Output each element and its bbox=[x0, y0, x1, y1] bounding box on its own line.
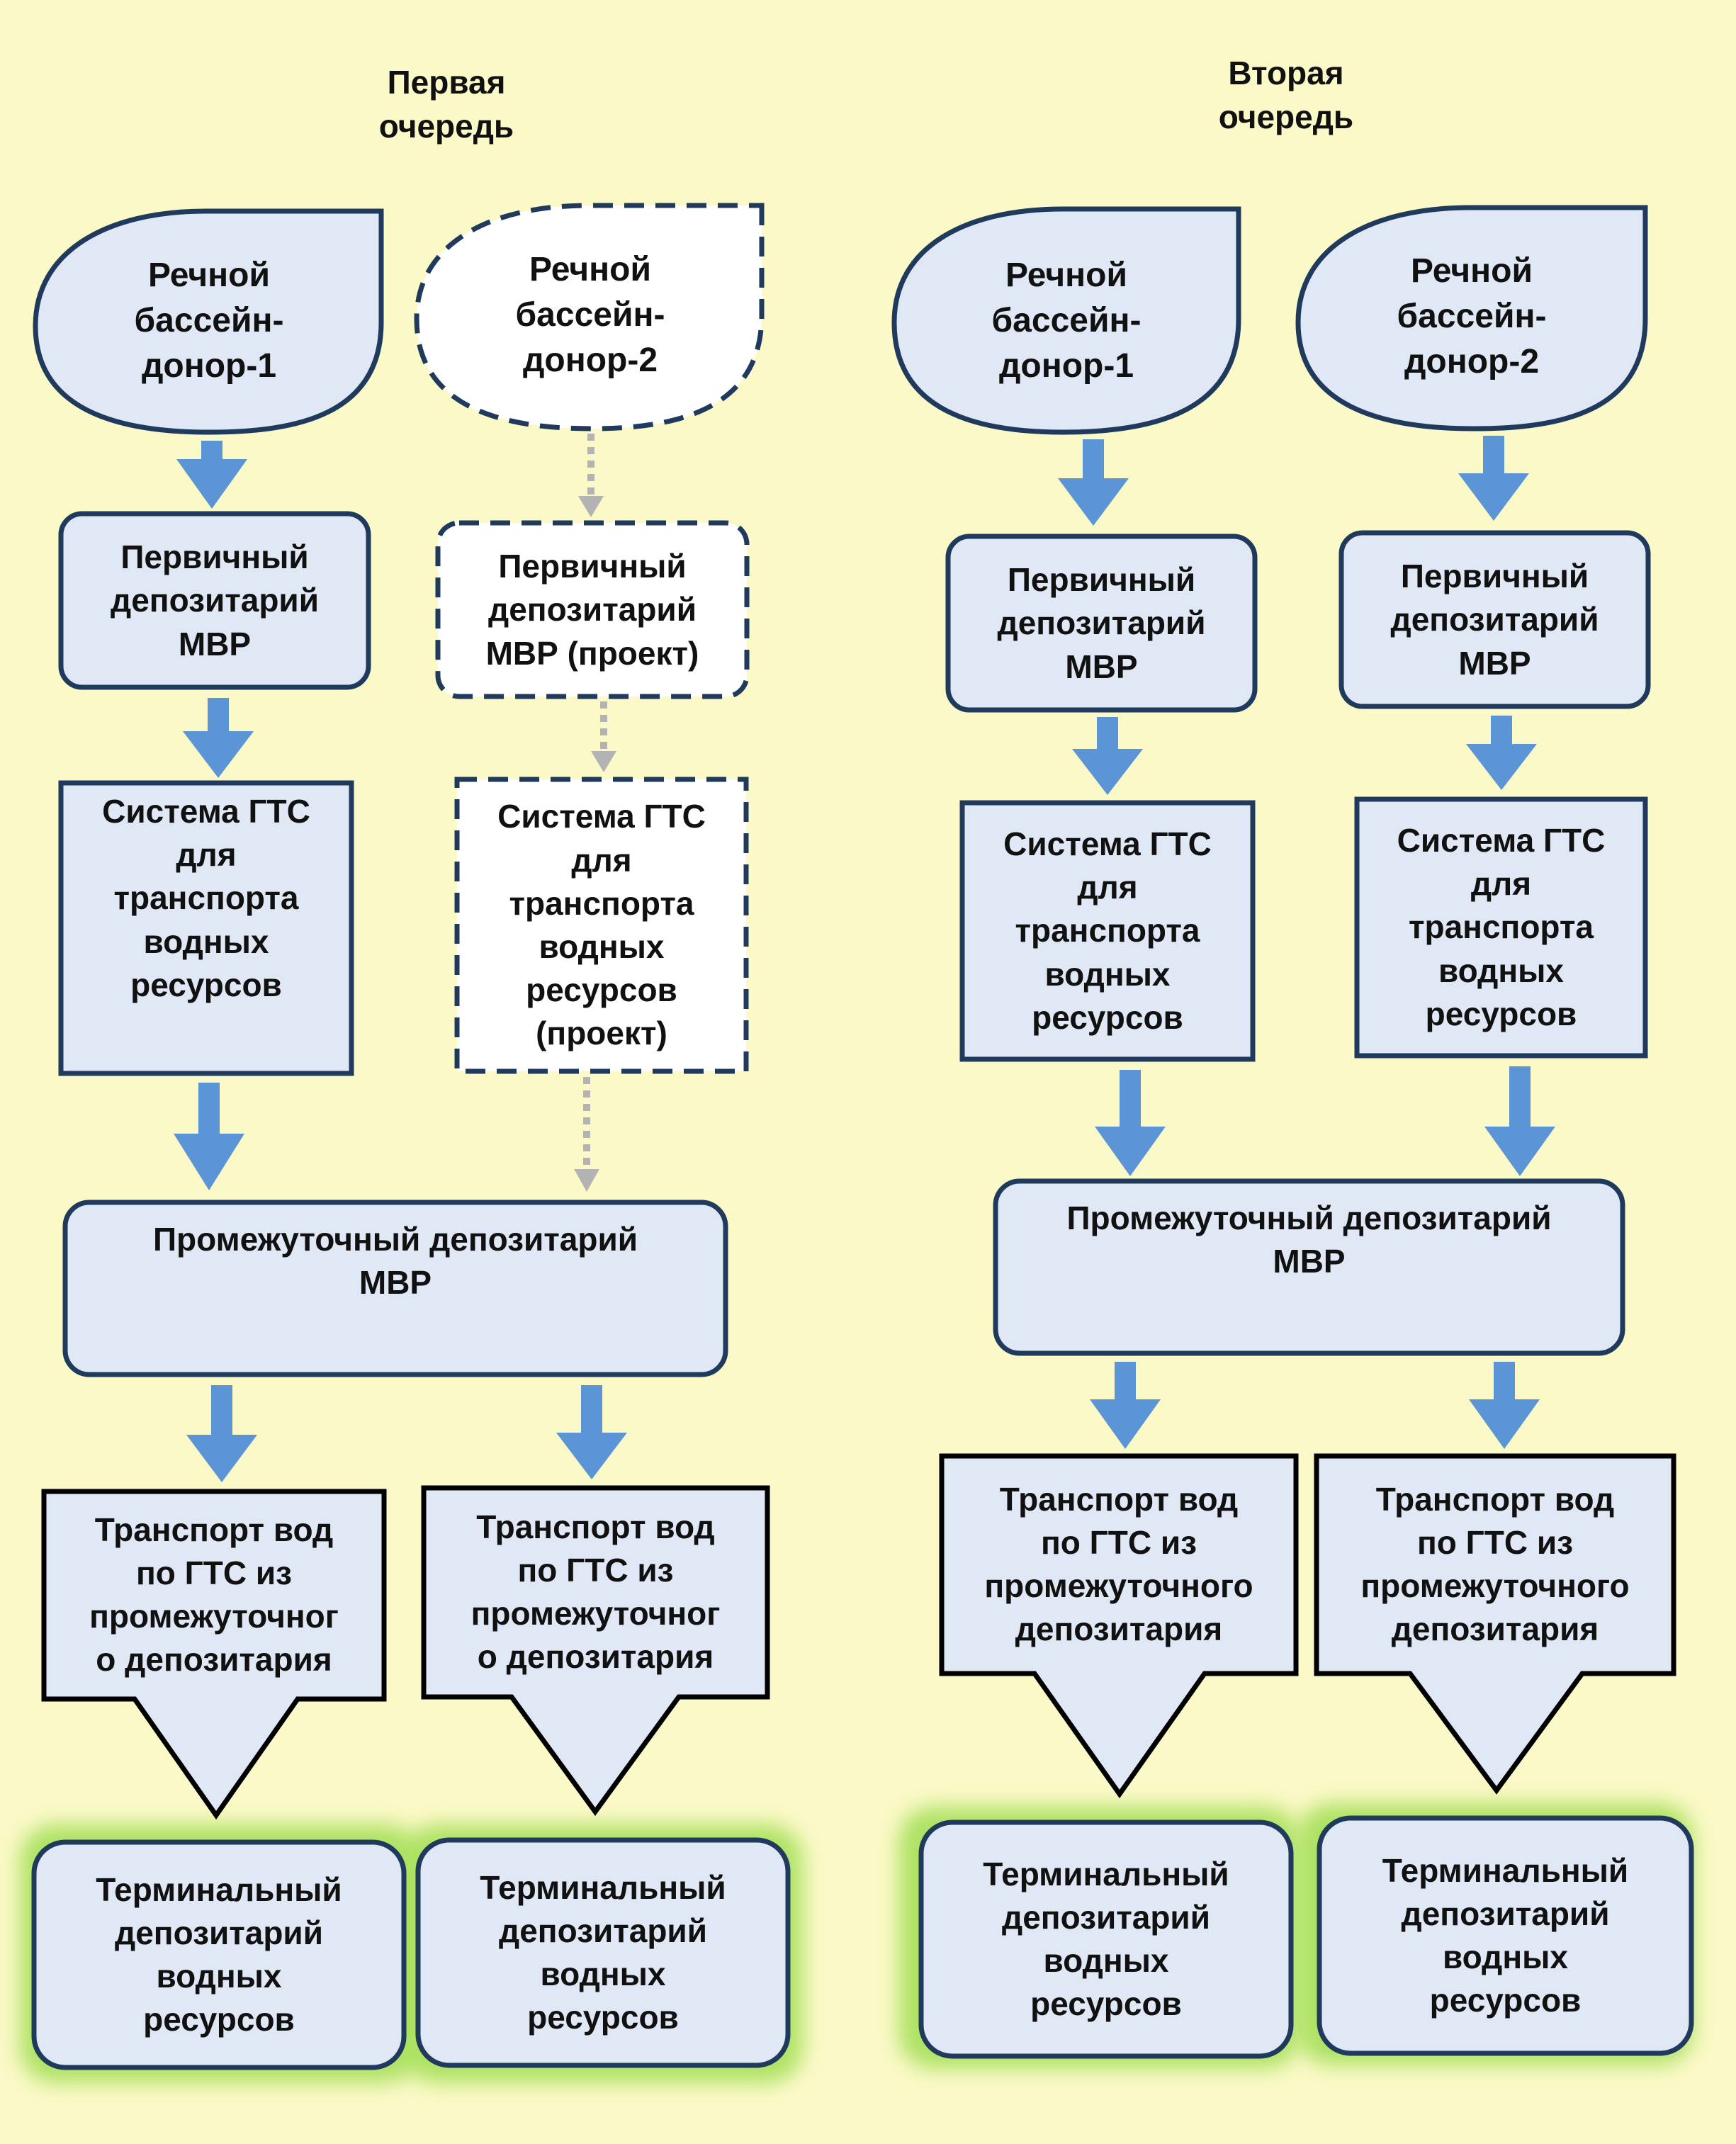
terminal-depository-label: Терминальный депозитарий водных ресурсов bbox=[1382, 1851, 1629, 2019]
project-flow-arrow-head bbox=[578, 496, 604, 517]
gts-system-label: Система ГТС для транспорта водных ресурс… bbox=[102, 793, 310, 1003]
river-basin-donor-2-label: Речной бассейн- донор-2 bbox=[515, 251, 665, 379]
primary-depository-project-label: Первичный депозитарий МВР (проект) bbox=[485, 548, 699, 672]
transport-label: Транспорт вод по ГТС из промежуточног о … bbox=[470, 1508, 721, 1676]
project-flow-arrows bbox=[574, 434, 616, 1192]
project-flow-arrow-head bbox=[574, 1169, 599, 1192]
flow-arrow bbox=[1095, 1070, 1166, 1176]
gts-system-label: Система ГТС для транспорта водных ресурс… bbox=[1003, 825, 1212, 1036]
flow-arrow bbox=[1484, 1066, 1555, 1176]
project-flow-arrow-head bbox=[591, 751, 616, 772]
river-basin-donor-1-label: Речной бассейн- донор-1 bbox=[134, 256, 284, 385]
terminal-depository-box bbox=[415, 1837, 791, 2068]
terminal-depository-box bbox=[1317, 1815, 1694, 2056]
primary-depository-box bbox=[1338, 530, 1651, 709]
intermediate-depository-box bbox=[62, 1200, 728, 1377]
transport-block-arrow bbox=[939, 1453, 1299, 1799]
flow-arrow bbox=[1072, 717, 1143, 795]
flow-arrow bbox=[1058, 439, 1129, 526]
flow-arrow bbox=[176, 441, 247, 509]
terminal-depository-label: Терминальный депозитарий водных ресурсов bbox=[480, 1868, 726, 2036]
heading-second-stage: Вторая очередь bbox=[1218, 55, 1354, 136]
terminal-depository-box bbox=[31, 1839, 407, 2070]
flow-arrow bbox=[1090, 1362, 1161, 1449]
gts-system-box bbox=[1354, 796, 1648, 1059]
transport-block-arrow bbox=[1314, 1453, 1676, 1795]
flow-arrow bbox=[1469, 1362, 1540, 1449]
river-basin-donor-2-shape bbox=[1295, 205, 1648, 431]
primary-depository-label: Первичный депозитарий МВР bbox=[111, 538, 319, 662]
gts-system-box bbox=[959, 800, 1256, 1062]
river-basin-donor-2-label: Речной бассейн- донор-2 bbox=[1397, 252, 1547, 380]
terminal-depository-box bbox=[918, 1819, 1294, 2059]
heading-first-stage: Первая очередь bbox=[378, 64, 514, 145]
gts-system-box bbox=[58, 780, 354, 1076]
river-basin-donor-2-project-shape bbox=[414, 203, 765, 431]
intermediate-depository-label: Промежуточный депозитарий МВР bbox=[152, 1220, 638, 1301]
flow-arrows bbox=[174, 436, 1555, 1482]
flow-arrow bbox=[1466, 716, 1537, 790]
primary-depository-label: Первичный депозитарий МВР bbox=[997, 561, 1206, 685]
flow-arrow bbox=[183, 698, 254, 778]
gts-system-project-box bbox=[454, 777, 749, 1074]
intermediate-depository-box bbox=[993, 1178, 1625, 1356]
gts-system-project-label: Система ГТС для транспорта водных ресурс… bbox=[497, 798, 706, 1052]
transport-block-arrow bbox=[421, 1485, 770, 1816]
primary-depository-box bbox=[58, 511, 371, 690]
terminal-depository-label: Терминальный депозитарий водных ресурсов bbox=[983, 1855, 1229, 2023]
gts-system-label: Система ГТС для транспорта водных ресурс… bbox=[1397, 822, 1606, 1032]
river-basin-donor-1-shape bbox=[891, 206, 1241, 435]
flow-arrow bbox=[1458, 436, 1529, 521]
primary-depository-project-box bbox=[435, 520, 750, 699]
river-basin-donor-1-shape bbox=[33, 208, 384, 435]
intermediate-depository-label: Промежуточный депозитарий МВР bbox=[1066, 1199, 1552, 1280]
transport-label: Транспорт вод по ГТС из промежуточного д… bbox=[984, 1480, 1253, 1648]
flow-arrow bbox=[174, 1083, 244, 1190]
river-basin-donor-1-label: Речной бассейн- донор-1 bbox=[991, 256, 1142, 385]
primary-depository-box bbox=[945, 534, 1258, 713]
flow-arrow bbox=[186, 1385, 257, 1482]
primary-depository-label: Первичный депозитарий МВР bbox=[1390, 558, 1599, 682]
transport-label: Транспорт вод по ГТС из промежуточног о … bbox=[89, 1511, 339, 1678]
terminal-depository-label: Терминальный депозитарий водных ресурсов bbox=[96, 1871, 342, 2038]
flow-arrow bbox=[556, 1385, 627, 1479]
transport-block-arrow bbox=[41, 1489, 387, 1820]
transport-label: Транспорт вод по ГТС из промежуточного д… bbox=[1360, 1480, 1630, 1648]
